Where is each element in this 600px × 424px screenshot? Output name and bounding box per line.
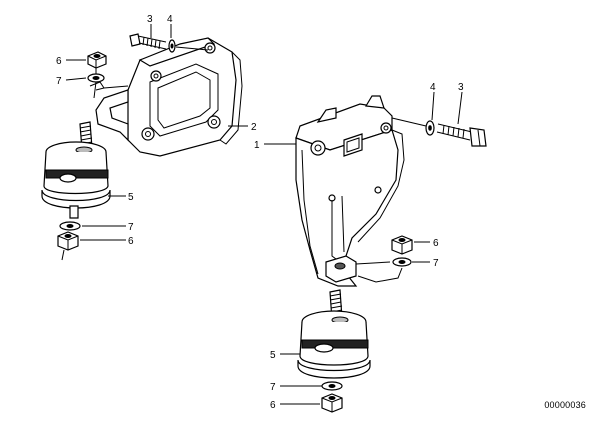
left-bottom-nut-6 <box>57 231 79 251</box>
callout-6-right-bottom: 6 <box>270 400 276 411</box>
right-bolt-3 <box>436 123 487 147</box>
right-bottom-washer-7 <box>321 381 343 391</box>
callout-4-right: 4 <box>430 82 436 93</box>
callout-5-right: 5 <box>270 350 276 361</box>
callout-leaders <box>65 24 463 405</box>
callout-3-left: 3 <box>147 14 153 25</box>
left-engine-bracket <box>89 37 243 157</box>
callout-5-left: 5 <box>128 192 134 203</box>
right-rubber-mount-5 <box>297 289 371 379</box>
callout-7-left-bottom: 7 <box>128 222 134 233</box>
callout-2: 2 <box>251 122 257 133</box>
left-bolt-3 <box>129 33 167 50</box>
callout-6-right-mid: 6 <box>433 238 439 249</box>
callout-7-left-top: 7 <box>56 76 62 87</box>
left-top-washer-7 <box>87 73 105 83</box>
callout-7-right-bottom: 7 <box>270 382 276 393</box>
callout-labels: 3 4 4 3 2 1 6 7 5 7 6 6 7 5 7 6 <box>56 14 464 411</box>
callout-4-left: 4 <box>167 14 173 25</box>
right-bottom-nut-6 <box>321 393 343 413</box>
right-mid-nut-6 <box>391 235 413 255</box>
left-rubber-mount-5 <box>41 121 111 219</box>
callout-1: 1 <box>254 140 260 151</box>
callout-6-left-top: 6 <box>56 56 62 67</box>
right-mid-washer-7 <box>392 257 412 267</box>
callout-3-right: 3 <box>458 82 464 93</box>
document-number: 00000036 <box>544 400 586 410</box>
right-washer-4 <box>425 120 435 136</box>
callout-7-right-mid: 7 <box>433 258 439 269</box>
right-engine-bracket <box>295 95 405 287</box>
left-bottom-washer-7 <box>59 221 81 231</box>
left-top-nut-6 <box>87 51 107 69</box>
left-washer-4 <box>168 39 176 53</box>
callout-6-left-bottom: 6 <box>128 236 134 247</box>
